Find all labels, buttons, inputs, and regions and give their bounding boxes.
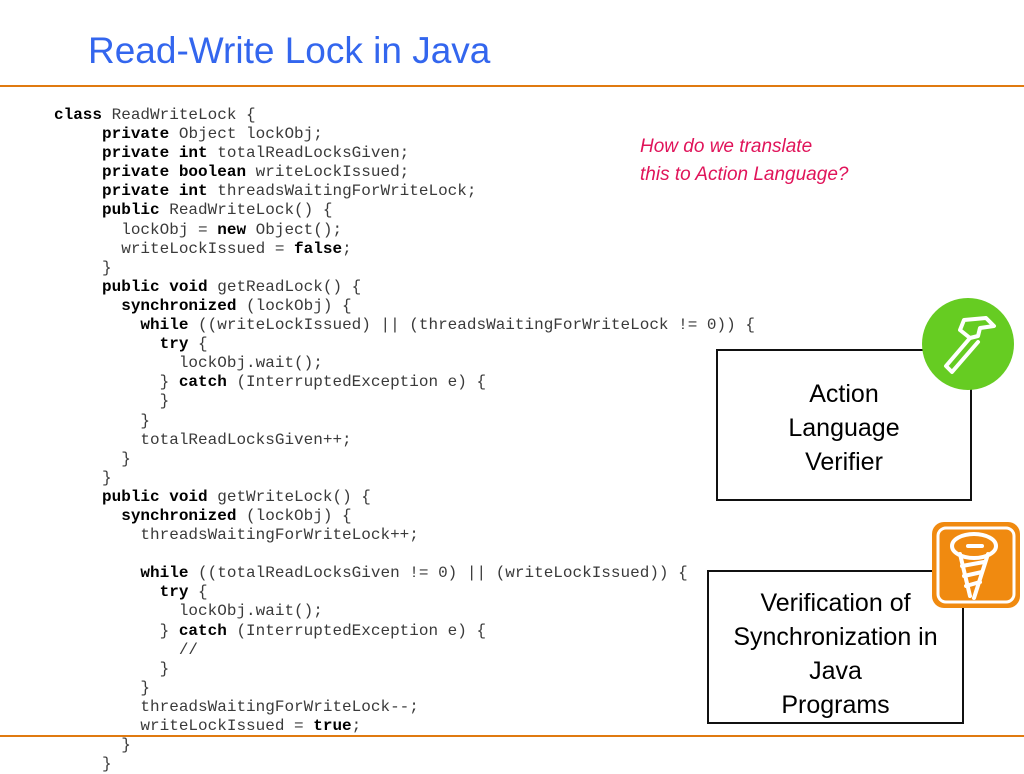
vsj-line-2: Synchronization in [733,623,938,651]
code-line: writeLockIssued = true; [140,717,362,735]
title-divider [0,85,1024,87]
hammer-icon [922,298,1014,390]
footer-divider [0,735,1024,737]
code-line: } [159,659,170,678]
code-line: threadsWaitingForWriteLock--; [140,697,419,716]
code-line: public void getReadLock() { [102,277,362,296]
code-line: } catch (InterruptedException e) { [159,621,487,640]
code-line: } [121,449,131,468]
code-line: while ((totalReadLocksGiven != 0) || (wr… [140,564,688,583]
code-line: } catch (InterruptedException e) { [159,373,487,392]
question-line-1: How do we translate [640,136,813,157]
code-line: lockObj.wait(); [178,354,323,373]
vsj-line-1: Verification of [760,589,911,617]
code-line: try { [159,335,208,354]
alv-line-1: Action [809,380,879,408]
code-block: class ReadWriteLock { private Object loc… [54,106,755,774]
code-line: synchronized (lockObj) { [121,296,352,315]
code-line: private int threadsWaitingForWriteLock; [102,182,477,201]
code-line: public ReadWriteLock() { [102,201,333,220]
code-line: private int totalReadLocksGiven; [102,144,410,163]
code-line: lockObj = new Object(); [121,220,343,239]
slide-title: Read-Write Lock in Java [88,30,491,71]
verification-box: Verification of Synchronization in Java … [707,570,964,724]
question-callout: How do we translate this to Action Langu… [640,133,848,189]
code-line: } [102,755,112,774]
code-line: } [102,468,112,487]
code-line: } [102,258,112,277]
code-line [54,545,755,564]
action-language-verifier-box: Action Language Verifier [716,349,972,501]
code-line: threadsWaitingForWriteLock++; [140,526,419,545]
code-line: } [121,736,131,755]
alv-line-3: Verifier [805,448,883,476]
code-line: private Object lockObj; [102,125,323,144]
code-line: private boolean writeLockIssued; [102,163,410,182]
question-line-2: this to Action Language? [640,164,849,185]
code-line: public void getWriteLock() { [102,487,371,506]
code-line: writeLockIssued = false; [121,239,352,258]
screw-icon [932,522,1020,608]
code-line: synchronized (lockObj) { [121,506,352,525]
code-line: // [178,640,199,659]
vsj-line-4: Programs [781,691,890,719]
code-line: } [140,678,151,697]
code-line: } [140,411,151,430]
code-line: class ReadWriteLock { [54,106,256,124]
code-line: totalReadLocksGiven++; [140,430,352,449]
code-line: while ((writeLockIssued) || (threadsWait… [140,316,755,335]
code-line: lockObj.wait(); [178,602,323,621]
code-line: } [159,392,170,411]
code-line: try { [159,583,208,602]
alv-line-2: Language [788,414,900,442]
vsj-line-3: Java [809,657,862,685]
